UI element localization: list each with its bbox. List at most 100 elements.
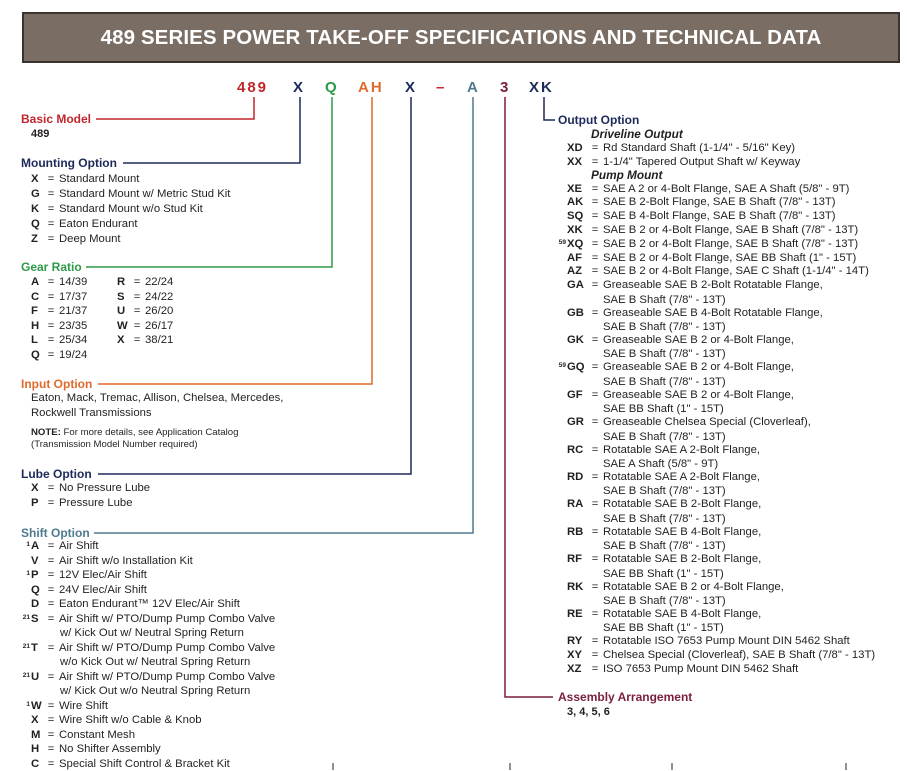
option-row: RD=Rotatable SAE A 2-Bolt Flange,: [567, 470, 760, 484]
line-output: [543, 97, 555, 121]
option-desc: 25/34: [59, 334, 88, 346]
option-desc: 12V Elec/Air Shift: [59, 569, 147, 581]
option-code: C: [31, 757, 40, 770]
option-desc: SAE B 2 or 4-Bolt Flange, SAE BB Shaft (…: [603, 251, 857, 264]
option-row: SQ=SAE B 4-Bolt Flange, SAE B Shaft (7/8…: [567, 209, 836, 223]
option-code: AK: [567, 196, 584, 209]
option-desc-cont: w/ Kick Out w/o Neutral Spring Return: [60, 685, 251, 697]
option-code: GA: [567, 279, 584, 292]
option-code: RB: [567, 525, 584, 538]
option-row: RY=Rotatable ISO 7653 Pump Mount DIN 546…: [567, 634, 850, 648]
equals-sign: =: [47, 188, 55, 200]
option-row: H=23/35: [31, 319, 87, 333]
option-row: F=21/37: [31, 304, 87, 318]
option-row: D=Eaton Endurant™ 12V Elec/Air Shift: [31, 597, 240, 611]
equals-sign: =: [591, 223, 599, 236]
option-row: RF=Rotatable SAE B 2-Bolt Flange,: [567, 552, 761, 566]
option-code: XQ: [567, 237, 584, 250]
equals-sign: =: [591, 156, 599, 168]
driveline-heading: Driveline Output: [591, 127, 683, 141]
option-desc: 17/37: [59, 290, 88, 303]
option-row: L=25/34: [31, 333, 87, 347]
option-desc-cont: SAE B Shaft (7/8" - 13T): [603, 293, 726, 306]
option-row: RE=Rotatable SAE B 4-Bolt Flange,: [567, 607, 761, 621]
option-row: C=17/37: [31, 290, 87, 304]
option-desc: 26/17: [145, 319, 174, 332]
equals-sign: =: [591, 279, 599, 292]
input-note: NOTE: For more details, see Application …: [31, 427, 238, 439]
option-desc: Wire Shift: [59, 699, 108, 712]
option-code: A: [31, 540, 40, 552]
option-row: G=Standard Mount w/ Metric Stud Kit: [31, 187, 230, 201]
option-code: GF: [567, 388, 583, 401]
option-desc-cont: SAE B Shaft (7/8" - 13T): [603, 540, 726, 553]
basic-model-label: Basic Model: [21, 112, 92, 126]
option-desc: Rotatable SAE B 4-Bolt Flange,: [603, 525, 762, 538]
equals-sign: =: [47, 276, 55, 288]
equals-sign: =: [47, 728, 55, 741]
option-desc: Air Shift w/o Installation Kit: [59, 554, 193, 567]
option-code: F: [31, 305, 38, 317]
option-desc: 22/24: [145, 276, 174, 288]
equals-sign: =: [591, 525, 599, 538]
option-desc-cont: SAE BB Shaft (1" - 15T): [603, 403, 724, 416]
mounting-label: Mounting Option: [21, 156, 117, 170]
line-mounting: [123, 97, 301, 164]
equals-sign: =: [47, 496, 55, 509]
option-code: R: [117, 276, 126, 288]
code-gear: Q: [325, 79, 339, 96]
line-gear: [86, 97, 333, 268]
option-code: XE: [567, 182, 583, 195]
equals-sign: =: [591, 635, 599, 648]
footnote-marker: 21: [22, 671, 30, 679]
option-desc-cont: SAE BB Shaft (1" - 15T): [603, 567, 724, 580]
equals-sign: =: [591, 196, 599, 209]
equals-sign: =: [591, 388, 599, 401]
option-code: M: [31, 728, 41, 741]
note-label: NOTE:: [31, 427, 61, 438]
option-code: AZ: [567, 265, 583, 278]
input-text-2: Rockwell Transmissions: [31, 407, 152, 419]
equals-sign: =: [47, 598, 55, 610]
option-row: GR=Greaseable Chelsea Special (Cloverlea…: [567, 415, 811, 429]
equals-sign: =: [47, 540, 55, 552]
equals-sign: =: [591, 142, 599, 154]
option-row: XE=SAE A 2 or 4-Bolt Flange, SAE A Shaft…: [567, 182, 849, 196]
option-desc: Air Shift: [59, 540, 99, 552]
equals-sign: =: [133, 319, 141, 332]
option-desc: SAE B 4-Bolt Flange, SAE B Shaft (7/8" -…: [603, 210, 836, 223]
code-output: XK: [529, 79, 554, 96]
equals-sign: =: [591, 607, 599, 620]
footnote-marker: 1: [26, 570, 30, 577]
equals-sign: =: [47, 641, 55, 654]
option-code: V: [31, 554, 39, 567]
equals-sign: =: [47, 173, 55, 185]
equals-sign: =: [591, 470, 599, 483]
equals-sign: =: [591, 237, 599, 250]
option-row: R=22/24: [117, 275, 173, 289]
option-desc: Rotatable ISO 7653 Pump Mount DIN 5462 S…: [603, 635, 850, 648]
equals-sign: =: [133, 305, 141, 317]
option-desc: SAE B 2 or 4-Bolt Flange, SAE B Shaft (7…: [603, 223, 859, 236]
equals-sign: =: [47, 583, 55, 596]
option-desc: 38/21: [145, 334, 174, 346]
option-desc: Special Shift Control & Bracket Kit: [59, 757, 230, 770]
option-desc: Rd Standard Shaft (1-1/4" - 5/16" Key): [603, 142, 796, 154]
option-code: L: [31, 334, 38, 346]
footnote-marker: 21: [22, 642, 30, 650]
option-desc: Greaseable SAE B 2 or 4-Bolt Flange,: [603, 333, 794, 346]
option-code: A: [31, 276, 40, 288]
option-code: Q: [31, 348, 40, 361]
line-assembly: [504, 97, 553, 698]
option-desc: Constant Mesh: [59, 728, 135, 741]
option-desc-cont: SAE B Shaft (7/8" - 13T): [603, 321, 726, 333]
option-row: K=Standard Mount w/o Stud Kit: [31, 202, 203, 216]
title-banner: 489 SERIES POWER TAKE-OFF SPECIFICATIONS…: [22, 12, 900, 63]
basic-model-value: 489: [31, 128, 50, 140]
